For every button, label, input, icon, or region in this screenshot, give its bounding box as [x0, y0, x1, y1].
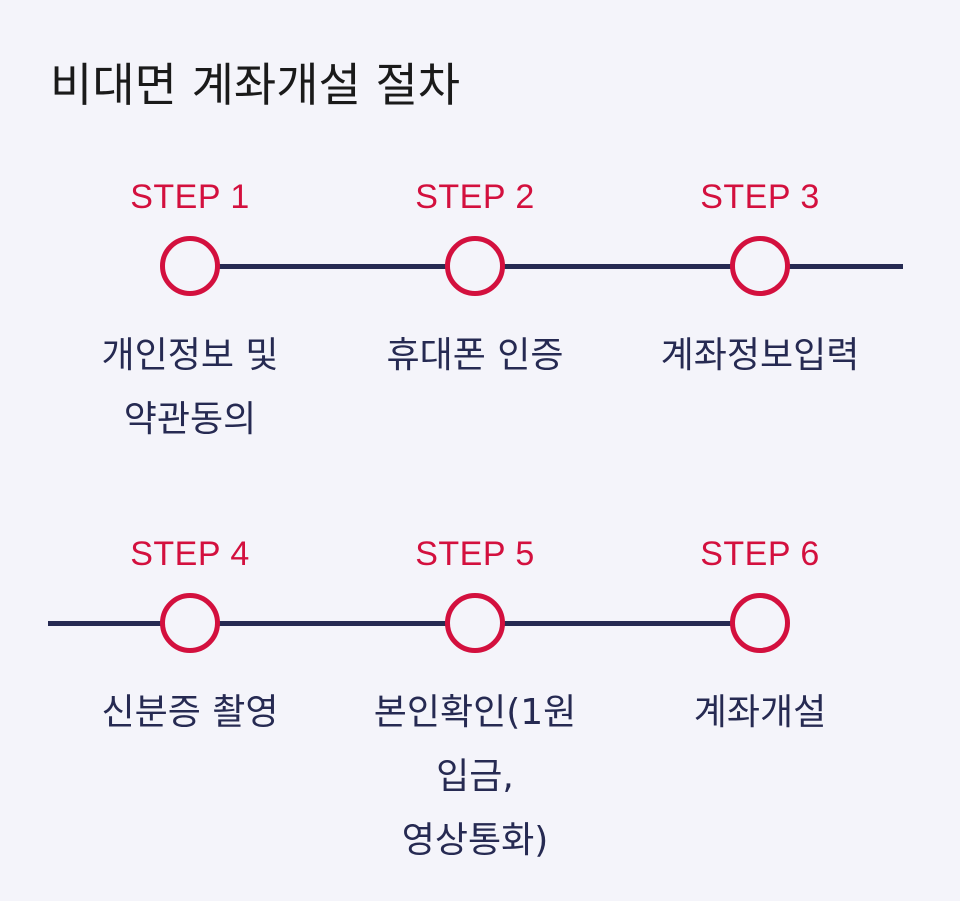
- timeline-line-2: [48, 621, 760, 626]
- step-3-circle-icon: [730, 236, 790, 296]
- step-6-description: 계좌개설: [693, 692, 827, 733]
- step-6: STEP 6 계좌개설: [625, 537, 895, 745]
- step-1-circle-icon: [160, 236, 220, 296]
- timeline-line-1: [190, 264, 903, 269]
- step-3-description: 계좌정보입력: [660, 335, 860, 376]
- step-6-label: STEP 6: [700, 535, 820, 573]
- step-2-label: STEP 2: [415, 178, 535, 216]
- step-5-label: STEP 5: [415, 535, 535, 573]
- step-6-circle-icon: [730, 593, 790, 653]
- step-2-description: 휴대폰 인증: [386, 335, 564, 376]
- step-5-circle-icon: [445, 593, 505, 653]
- step-3-label: STEP 3: [700, 178, 820, 216]
- step-1-label: STEP 1: [130, 178, 250, 216]
- page-title: 비대면 계좌개설 절차: [50, 58, 461, 112]
- step-5: STEP 5 본인확인(1원 입금, 영상통화): [340, 537, 610, 873]
- step-4-description: 신분증 촬영: [101, 692, 279, 733]
- step-2: STEP 2 휴대폰 인증: [340, 180, 610, 388]
- step-3: STEP 3 계좌정보입력: [625, 180, 895, 388]
- step-2-circle-icon: [445, 236, 505, 296]
- step-1: STEP 1 개인정보 및 약관동의: [55, 180, 325, 452]
- step-4: STEP 4 신분증 촬영: [55, 537, 325, 745]
- step-1-description: 개인정보 및 약관동의: [101, 335, 279, 440]
- step-4-circle-icon: [160, 593, 220, 653]
- step-4-label: STEP 4: [130, 535, 250, 573]
- step-5-description: 본인확인(1원 입금, 영상통화): [373, 692, 577, 861]
